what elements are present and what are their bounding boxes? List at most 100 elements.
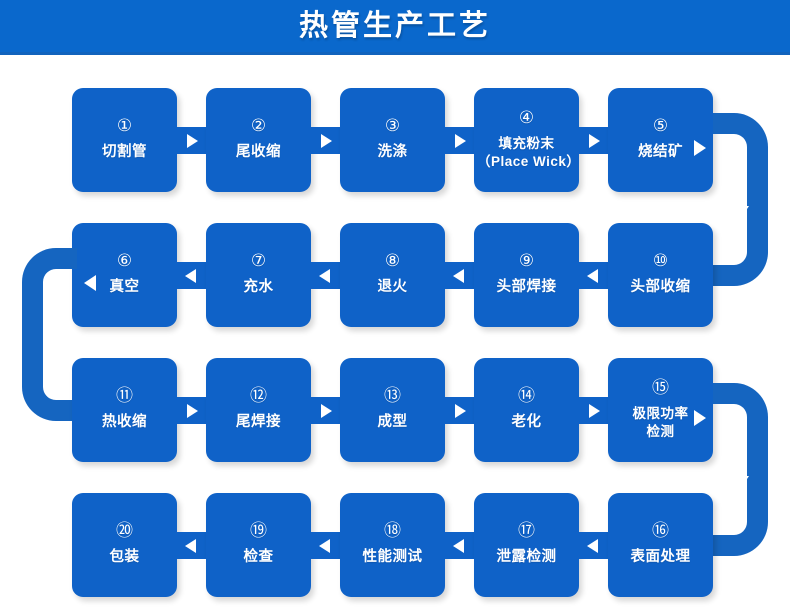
step-number: ⑥	[116, 251, 133, 270]
connector-2-to-3	[311, 127, 340, 154]
arrow-right-icon	[321, 403, 332, 418]
arrow-right-icon	[589, 133, 600, 148]
connector-16-to-17	[579, 532, 608, 559]
step-label: 头部收缩	[630, 279, 691, 295]
connector-4-to-5	[579, 127, 608, 154]
arrow-right-icon	[455, 133, 466, 148]
process-flowchart: ① 切割管 ② 尾收缩 ③ 洗涤 ④ 填充粉末 （Place Wick） ⑤ 烧…	[0, 55, 790, 615]
flow-step-9[interactable]: ⑨ 头部焊接	[474, 223, 579, 327]
step-number: ⑱	[384, 521, 401, 540]
flow-step-13[interactable]: ⑬ 成型	[340, 358, 445, 462]
step-number: ⑩	[652, 251, 669, 270]
flow-step-20[interactable]: ⑳ 包装	[72, 493, 177, 597]
arrow-down-icon	[733, 206, 749, 218]
step-number: ⑭	[518, 386, 535, 405]
flow-step-4[interactable]: ④ 填充粉末 （Place Wick）	[474, 88, 581, 192]
step-label: 表面处理	[630, 549, 691, 565]
arrow-right-icon	[694, 140, 706, 156]
connector-8-to-7	[311, 262, 340, 289]
step-label: 切割管	[102, 144, 147, 160]
page-title: 热管生产工艺	[298, 10, 491, 42]
step-number: ⑳	[116, 521, 133, 540]
step-label: 尾收缩	[236, 144, 281, 160]
arrow-left-icon	[319, 268, 330, 283]
step-number: ⑬	[384, 386, 401, 405]
step-number: ④	[518, 107, 535, 127]
flow-step-3[interactable]: ③ 洗涤	[340, 88, 445, 192]
step-label: 尾焊接	[236, 414, 281, 430]
flow-step-19[interactable]: ⑲ 检查	[206, 493, 311, 597]
step-number: ⑫	[250, 386, 267, 405]
connector-18-to-19	[311, 532, 340, 559]
step-number: ①	[116, 116, 133, 135]
flow-step-12[interactable]: ⑫ 尾焊接	[206, 358, 311, 462]
connector-12-to-13	[311, 397, 340, 424]
step-number: ⑪	[116, 386, 133, 405]
arrow-right-icon	[187, 403, 198, 418]
step-label: 成型	[377, 414, 408, 430]
step-label: 热收缩	[102, 414, 147, 430]
wrap-connector-row1-to-row2	[694, 113, 768, 286]
arrow-right-icon	[321, 133, 332, 148]
connector-10-to-9	[579, 262, 608, 289]
step-number: ⑰	[518, 521, 535, 540]
step-number: ⑲	[250, 521, 267, 540]
arrow-right-icon	[187, 133, 198, 148]
step-label: 烧结矿	[638, 144, 683, 160]
arrow-left-icon	[453, 538, 464, 553]
page-header: 热管生产工艺	[0, 0, 790, 55]
connector-17-to-18	[445, 532, 474, 559]
flow-step-16[interactable]: ⑯ 表面处理	[608, 493, 713, 597]
connector-7-to-6	[177, 262, 206, 289]
step-label: 填充粉末 （Place Wick）	[477, 135, 581, 169]
arrow-left-icon	[587, 268, 598, 283]
step-label: 泄露检测	[496, 549, 557, 565]
step-number: ⑨	[518, 251, 535, 270]
step-number: ⑤	[652, 116, 669, 135]
wrap-connector-row2-to-row3	[22, 248, 96, 421]
step-label: 头部焊接	[496, 279, 557, 295]
connector-9-to-8	[445, 262, 474, 289]
arrow-left-icon	[453, 268, 464, 283]
step-number: ⑦	[250, 251, 267, 270]
flow-step-18[interactable]: ⑱ 性能测试	[340, 493, 445, 597]
step-label: 充水	[243, 279, 274, 295]
arrow-left-icon	[84, 275, 96, 291]
arrow-right-icon	[589, 403, 600, 418]
step-number: ⑯	[652, 521, 669, 540]
flow-step-11[interactable]: ⑪ 热收缩	[72, 358, 177, 462]
step-label: 性能测试	[362, 549, 423, 565]
connector-11-to-12	[177, 397, 206, 424]
step-number: ⑧	[384, 251, 401, 270]
arrow-left-icon	[185, 538, 196, 553]
flow-step-1[interactable]: ① 切割管	[72, 88, 177, 192]
flow-step-7[interactable]: ⑦ 充水	[206, 223, 311, 327]
step-label: 真空	[109, 279, 140, 295]
arrow-left-icon	[587, 538, 598, 553]
flow-step-2[interactable]: ② 尾收缩	[206, 88, 311, 192]
arrow-down-icon	[45, 341, 61, 353]
flow-step-14[interactable]: ⑭ 老化	[474, 358, 579, 462]
flow-step-15[interactable]: ⑮ 极限功率 检测	[608, 358, 713, 462]
flow-step-8[interactable]: ⑧ 退火	[340, 223, 445, 327]
arrow-left-icon	[319, 538, 330, 553]
connector-14-to-15	[579, 397, 608, 424]
step-number: ⑮	[652, 377, 669, 397]
step-label: 老化	[511, 414, 542, 430]
arrow-down-icon	[733, 476, 749, 488]
flow-step-17[interactable]: ⑰ 泄露检测	[474, 493, 579, 597]
connector-1-to-2	[177, 127, 206, 154]
connector-19-to-20	[177, 532, 206, 559]
step-label: 包装	[109, 549, 140, 565]
flow-step-10[interactable]: ⑩ 头部收缩	[608, 223, 713, 327]
connector-3-to-4	[445, 127, 474, 154]
step-label: 极限功率 检测	[632, 405, 689, 439]
step-number: ②	[250, 116, 267, 135]
step-label: 检查	[243, 549, 274, 565]
arrow-left-icon	[185, 268, 196, 283]
step-label: 退火	[377, 279, 408, 295]
step-label: 洗涤	[377, 144, 408, 160]
arrow-right-icon	[455, 403, 466, 418]
wrap-connector-row3-to-row4	[694, 383, 768, 556]
arrow-right-icon	[694, 410, 706, 426]
